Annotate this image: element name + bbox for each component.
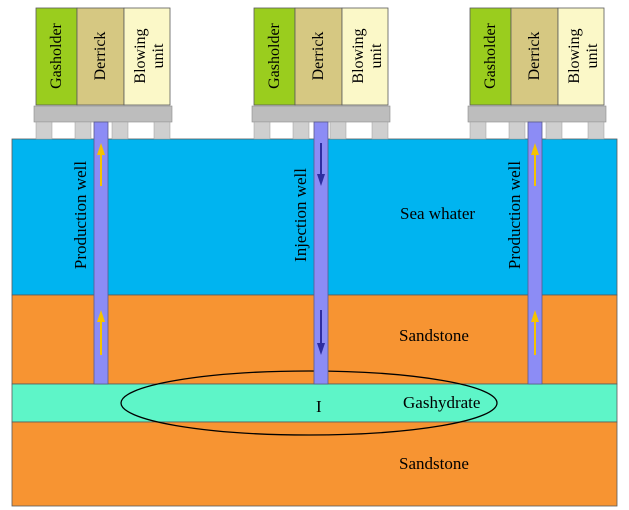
blowing-unit-label-line1: Blowing <box>350 28 367 83</box>
platform-leg <box>292 121 310 140</box>
blowing-unit-label-line2: unit <box>584 43 601 68</box>
well-pipe <box>527 121 543 385</box>
well-label: Production well <box>71 161 90 269</box>
derrick-box <box>294 7 343 106</box>
sandstone-upper-label: Sandstone <box>399 326 469 345</box>
gasholder-label: Gasholder <box>48 22 65 88</box>
sea-label: Sea whater <box>400 204 475 223</box>
well-2: Injection well <box>291 121 329 385</box>
platform-deck <box>467 105 607 123</box>
flow-up-arrow-icon <box>97 143 105 186</box>
sandstone-lower-layer <box>11 421 618 507</box>
flow-up-arrow-icon <box>531 310 539 355</box>
platform-deck <box>33 105 173 123</box>
blowing-unit-box <box>123 7 171 106</box>
gasholder-label: Gasholder <box>482 22 499 88</box>
well-label: Injection well <box>291 168 310 262</box>
derrick-label: Derrick <box>526 32 543 81</box>
gasholder-box <box>253 7 296 106</box>
sandstone-lower-label: Sandstone <box>399 454 469 473</box>
well-pipe <box>93 121 109 385</box>
blowing-unit-label-line2: unit <box>150 43 167 68</box>
gasholder-label: Gasholder <box>266 22 283 88</box>
blowing-unit-label-line1: Blowing <box>566 28 583 83</box>
derrick-box <box>76 7 125 106</box>
zone-marker: I <box>316 397 322 416</box>
hydrate-zone-ellipse <box>120 370 498 436</box>
platform-leg <box>469 121 487 140</box>
flow-down-arrow-icon <box>317 143 325 186</box>
flow-up-arrow-icon <box>97 310 105 355</box>
platform-leg <box>587 121 605 140</box>
derrick-label: Derrick <box>310 32 327 81</box>
gas-hydrate-layer <box>11 383 618 423</box>
well-3: Production well <box>505 121 543 385</box>
blowing-unit-label-line2: unit <box>368 43 385 68</box>
derrick-label: Derrick <box>92 32 109 81</box>
platform-leg <box>371 121 389 140</box>
gasholder-box <box>35 7 78 106</box>
platform-leg <box>35 121 53 140</box>
flow-up-arrow-icon <box>531 143 539 186</box>
well-1: Production well <box>71 121 109 385</box>
blowing-unit-label-line1: Blowing <box>132 28 149 83</box>
flow-down-arrow-icon <box>317 310 325 355</box>
well-label: Production well <box>505 161 524 269</box>
platform-leg <box>153 121 171 140</box>
platform-leg <box>74 121 92 140</box>
platform-leg <box>111 121 129 140</box>
blowing-unit-box <box>557 7 605 106</box>
platform-leg <box>253 121 271 140</box>
blowing-unit-box <box>341 7 389 106</box>
platform-leg <box>329 121 347 140</box>
platform-leg <box>545 121 563 140</box>
platform-leg <box>508 121 526 140</box>
derrick-box <box>510 7 559 106</box>
gas-hydrate-label: Gashydrate <box>403 393 480 412</box>
gasholder-box <box>469 7 512 106</box>
platform-deck <box>251 105 391 123</box>
well-pipe <box>313 121 329 385</box>
